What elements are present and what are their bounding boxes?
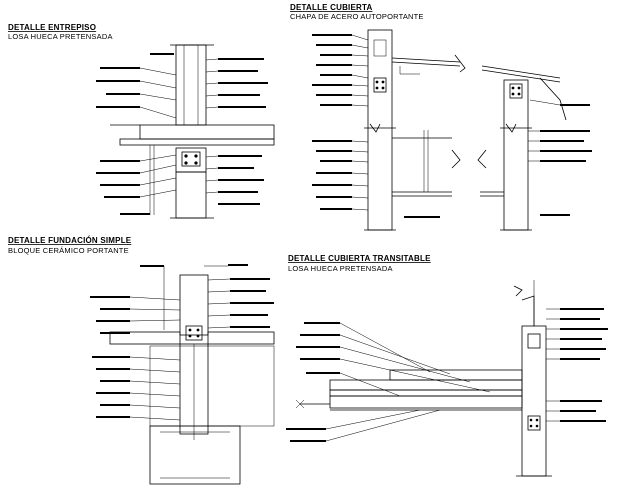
- detail-title-cubierta: DETALLE CUBIERTA: [290, 3, 372, 12]
- detail-fundacion-drawing: [90, 264, 275, 485]
- detail-cubierta-transitable-drawing: [286, 280, 608, 477]
- detail-title-entrepiso: DETALLE ENTREPISO: [8, 23, 96, 32]
- detail-title-fundacion: DETALLE FUNDACIÓN SIMPLE: [8, 236, 132, 245]
- detail-title-cubierta-transitable: DETALLE CUBIERTA TRANSITABLE: [288, 254, 431, 263]
- detail-entrepiso-drawing: [96, 44, 275, 219]
- detail-cubierta-drawing: [312, 29, 592, 231]
- detail-subtitle-fundacion: BLOQUE CERÁMICO PORTANTE: [8, 246, 129, 255]
- detail-subtitle-cubierta-transitable: LOSA HUECA PRETENSADA: [288, 264, 393, 273]
- detail-subtitle-cubierta: CHAPA DE ACERO AUTOPORTANTE: [290, 12, 424, 21]
- detail-subtitle-entrepiso: LOSA HUECA PRETENSADA: [8, 32, 113, 41]
